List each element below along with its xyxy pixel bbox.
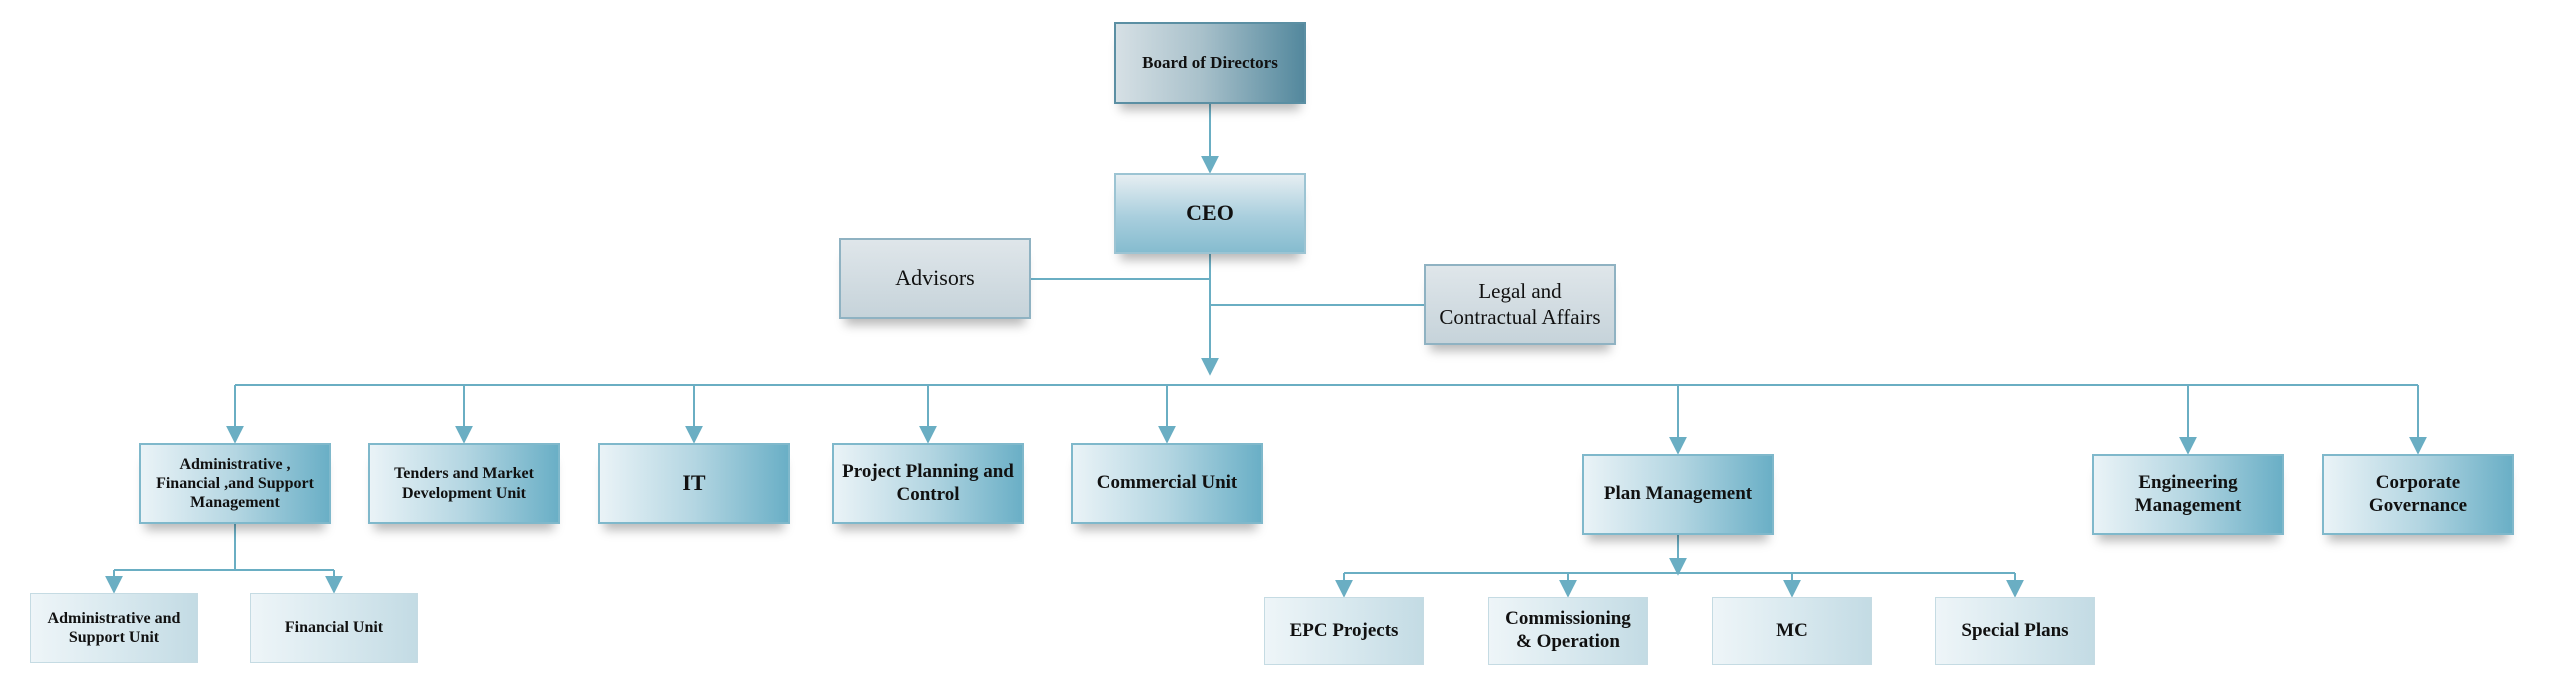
node-advisors[interactable]: Advisors	[839, 238, 1031, 319]
node-admin-financial-support-mgmt[interactable]: Administrative , Financial ,and Support …	[139, 443, 331, 524]
node-legal-contractual-affairs[interactable]: Legal and Contractual Affairs	[1424, 264, 1616, 345]
node-board-of-directors[interactable]: Board of Directors	[1114, 22, 1306, 104]
node-commercial-unit[interactable]: Commercial Unit	[1071, 443, 1263, 524]
node-plan-management[interactable]: Plan Management	[1582, 454, 1774, 535]
node-project-planning-control[interactable]: Project Planning and Control	[832, 443, 1024, 524]
node-epc-projects[interactable]: EPC Projects	[1264, 597, 1424, 665]
node-mc[interactable]: MC	[1712, 597, 1872, 665]
node-administrative-support-unit[interactable]: Administrative and Support Unit	[30, 593, 198, 663]
node-financial-unit[interactable]: Financial Unit	[250, 593, 418, 663]
node-commissioning-operation[interactable]: Commissioning & Operation	[1488, 597, 1648, 665]
node-special-plans[interactable]: Special Plans	[1935, 597, 2095, 665]
node-engineering-management[interactable]: Engineering Management	[2092, 454, 2284, 535]
node-it[interactable]: IT	[598, 443, 790, 524]
node-tenders-market-development[interactable]: Tenders and Market Development Unit	[368, 443, 560, 524]
node-ceo[interactable]: CEO	[1114, 173, 1306, 254]
node-corporate-governance[interactable]: Corporate Governance	[2322, 454, 2514, 535]
